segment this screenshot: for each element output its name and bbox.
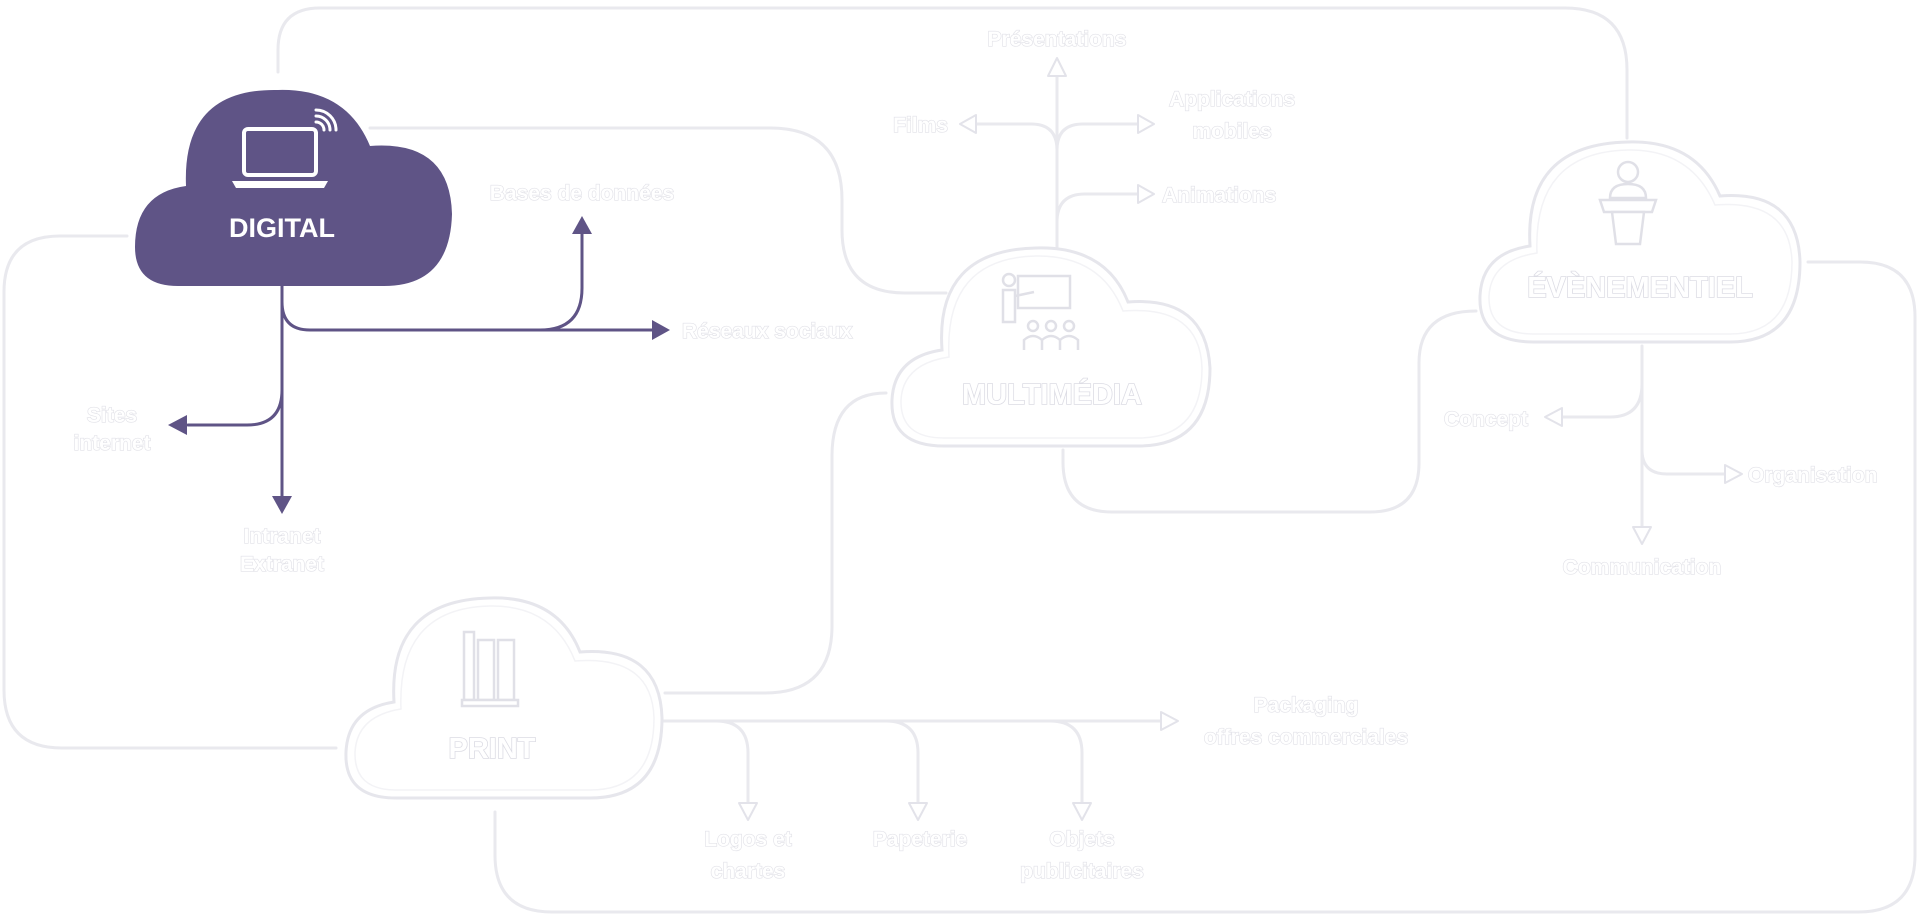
print-title: PRINT (449, 733, 536, 765)
multimedia-title: MULTIMÉDIA (962, 377, 1142, 411)
digital-connectors (168, 216, 670, 514)
label-packaging-line1: Packaging (1253, 694, 1358, 717)
label-sites-line2: internet (73, 432, 150, 455)
label-papeterie: Papeterie (873, 828, 968, 851)
label-intranet-line2: Extranet (240, 553, 324, 576)
multimedia-hub[interactable]: MULTIMÉDIA (890, 246, 1212, 448)
label-intranet-line1: Intranet (243, 525, 320, 548)
label-films: Films (893, 114, 948, 137)
presenter-audience-icon (1001, 272, 1080, 350)
print-hub[interactable]: PRINT (344, 596, 664, 800)
label-concept: Concept (1444, 408, 1528, 431)
label-objets-line2: publicitaires (1020, 860, 1144, 883)
label-logos-line1: Logos et (704, 828, 792, 851)
label-organisation: Organisation (1748, 464, 1878, 487)
evenementiel-outputs: Concept Organisation Communication (1443, 407, 1878, 579)
books-icon (460, 630, 520, 708)
multimedia-outputs: Présentations Films Applications mobiles… (892, 27, 1295, 207)
digital-outputs: Bases de données Réseaux sociaux Sites i… (73, 181, 854, 576)
digital-title: DIGITAL (229, 213, 335, 243)
evenementiel-hub[interactable]: ÉVÈNEMENTIEL (1478, 140, 1802, 344)
label-sites-line1: Sites (87, 404, 137, 427)
digital-hub[interactable]: DIGITAL (135, 89, 452, 286)
label-reseaux-sociaux: Réseaux sociaux (682, 320, 853, 343)
laptop-wifi-icon (232, 108, 338, 188)
label-packaging-line2: offres commerciales (1204, 726, 1408, 749)
label-bases-de-donnees: Bases de données (490, 182, 674, 205)
label-presentations: Présentations (988, 28, 1127, 51)
print-outputs: Packaging offres commerciales Logos et c… (704, 693, 1409, 883)
label-communication: Communication (1563, 556, 1722, 579)
label-animations: Animations (1162, 184, 1276, 207)
speaker-podium-icon (1598, 160, 1658, 246)
label-objets-line1: Objets (1049, 828, 1114, 851)
connector-network (2, 6, 1917, 914)
label-logos-line2: chartes (711, 860, 786, 883)
evenementiel-title: ÉVÈNEMENTIEL (1527, 270, 1753, 304)
label-applications-line2: mobiles (1192, 120, 1271, 143)
connector-arrowheads (738, 57, 1743, 821)
label-applications-line1: Applications (1169, 88, 1295, 111)
